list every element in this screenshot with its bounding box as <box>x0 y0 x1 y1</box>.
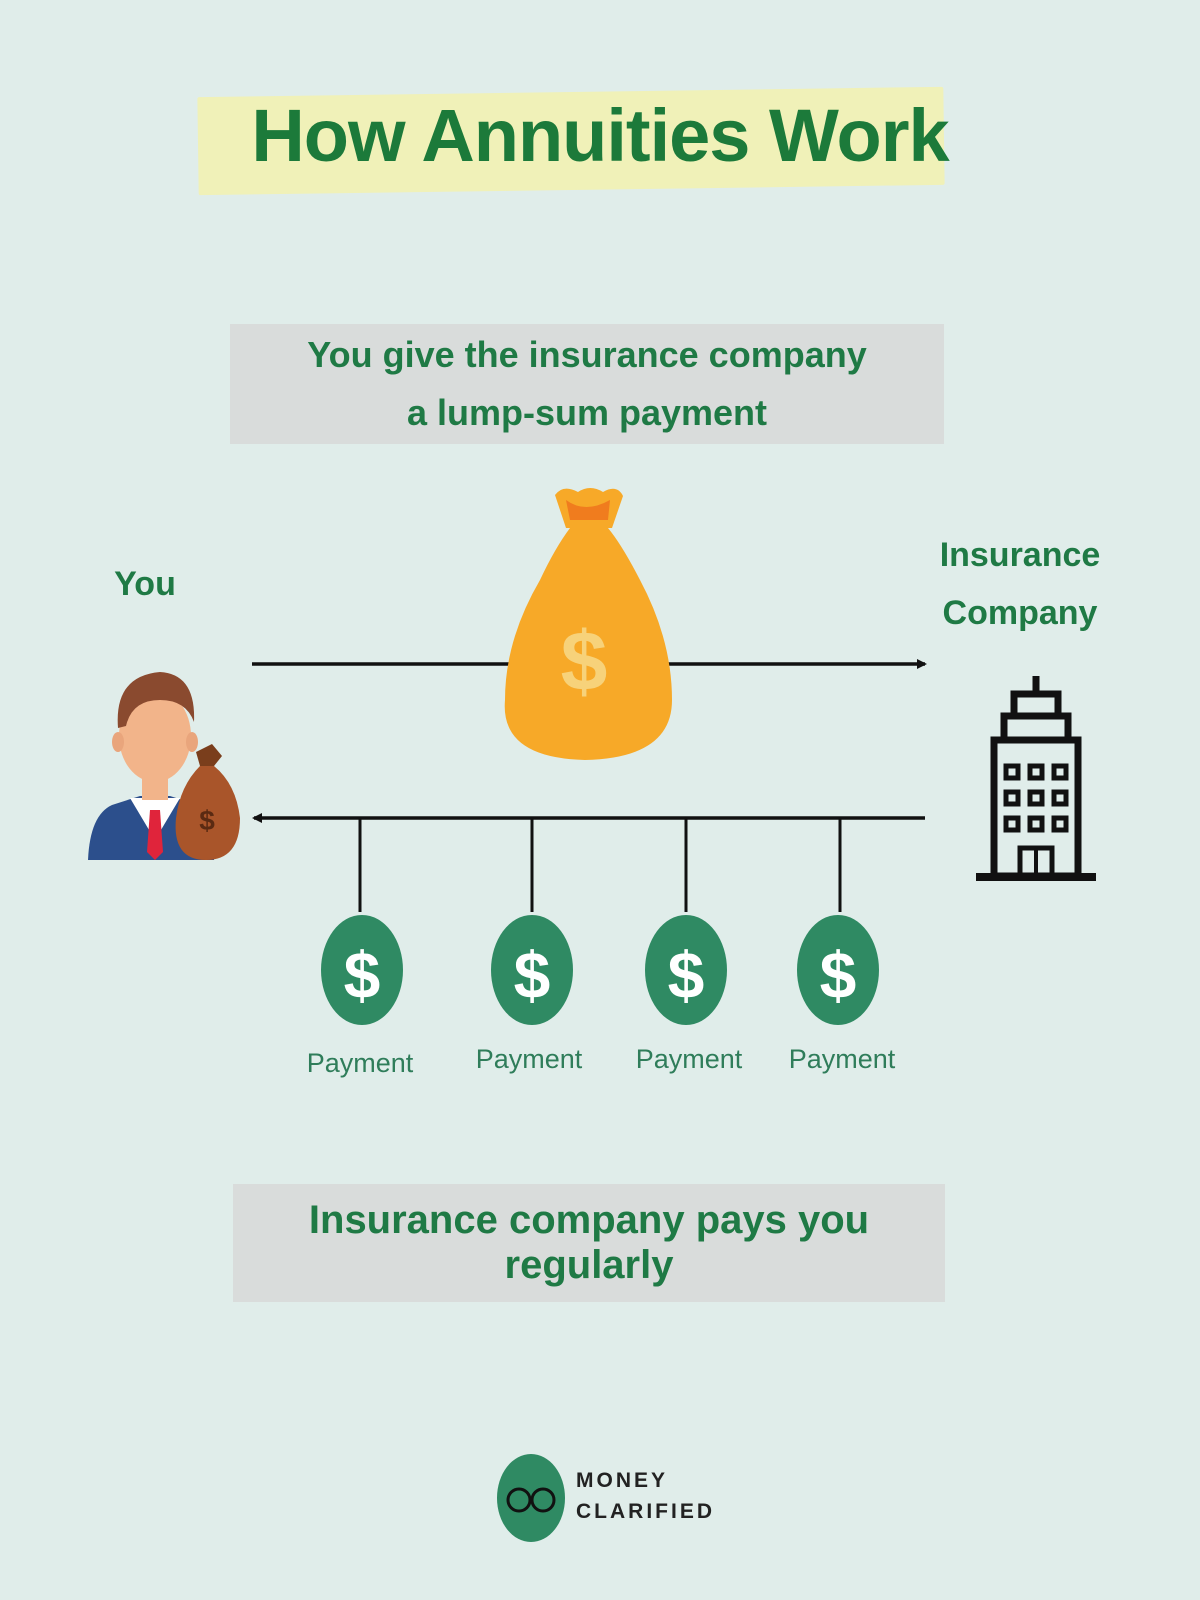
logo-line-2: CLARIFIED <box>576 1500 715 1523</box>
payment-1-label: Payment <box>306 1048 414 1078</box>
page-title: How Annuities Work <box>251 93 949 177</box>
step-regular-payments-caption: Insurance company pays you regularly <box>233 1184 945 1302</box>
payment-2-dollar-sign: $ <box>514 938 551 1012</box>
insurance-company-label-line-1: Insurance <box>939 536 1101 574</box>
step-lump-sum-caption: You give the insurance company a lump-su… <box>230 324 944 444</box>
payment-2-coin-icon: $ <box>491 915 573 1025</box>
money-clarified-logo-icon <box>497 1454 565 1542</box>
insurance-company-label: Insurance Company <box>935 526 1105 642</box>
lump-sum-money-bag-icon: $ <box>504 488 672 760</box>
insurance-company-label-line-2: Company <box>942 594 1098 632</box>
payment-2-label: Payment <box>475 1044 583 1074</box>
svg-text:$: $ <box>199 805 215 836</box>
lump-sum-dollar-sign: $ <box>561 614 608 708</box>
payment-3-coin-icon: $ <box>645 915 727 1025</box>
step-lump-sum-line-2: a lump-sum payment <box>406 392 768 433</box>
small-money-bag-icon: $ <box>175 744 240 860</box>
payment-4-label: Payment <box>788 1044 896 1074</box>
payment-4-coin-icon: $ <box>797 915 879 1025</box>
logo-wordmark: MONEY CLARIFIED <box>576 1465 715 1527</box>
payment-1-coin-icon: $ <box>321 915 403 1025</box>
payment-3-label: Payment <box>635 1044 743 1074</box>
payment-3-dollar-sign: $ <box>668 938 705 1012</box>
logo-line-1: MONEY <box>576 1469 669 1492</box>
building-icon <box>976 676 1096 881</box>
payment-1-dollar-sign: $ <box>344 938 381 1012</box>
step-lump-sum-line-1: You give the insurance company <box>307 334 867 375</box>
payment-4-dollar-sign: $ <box>820 938 857 1012</box>
you-label: You <box>114 565 176 603</box>
